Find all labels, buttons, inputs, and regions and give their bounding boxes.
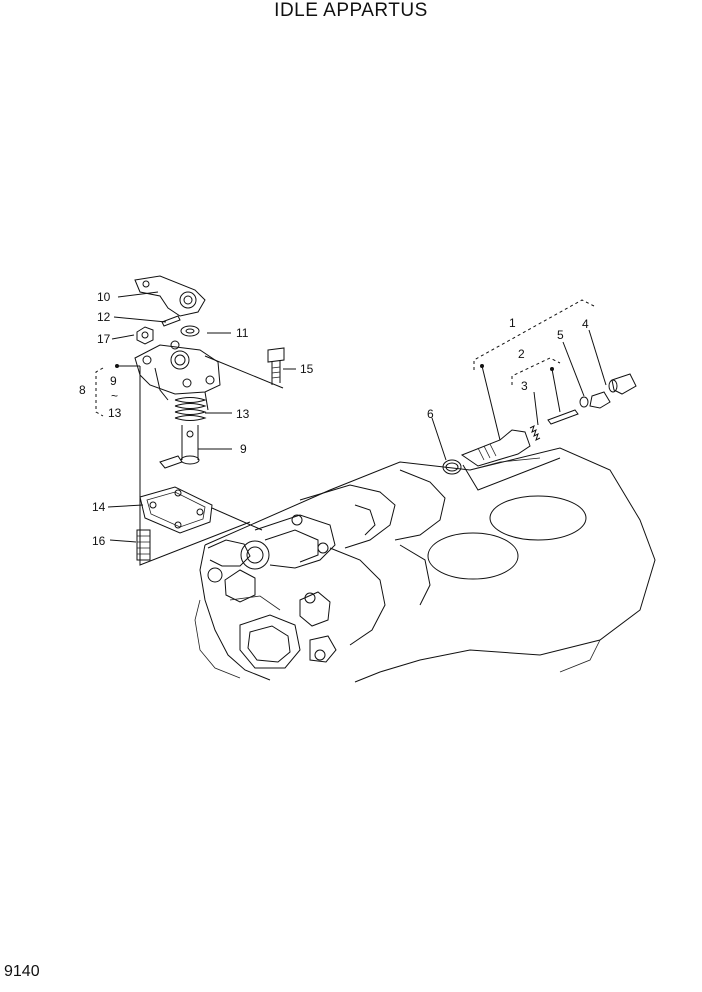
- adjust-screw-assembly: [442, 299, 637, 491]
- callout-17: 17: [97, 332, 111, 346]
- callout-13-range-end: 13: [108, 406, 122, 420]
- callout-9-range-start: 9: [110, 374, 117, 388]
- engine-block-outline: [194, 447, 656, 683]
- callout-16: 16: [92, 534, 106, 548]
- callout-leaders: [107, 291, 607, 543]
- callout-5: 5: [557, 328, 564, 342]
- callout-1: 1: [509, 316, 516, 330]
- callout-15: 15: [300, 362, 314, 376]
- callout-2: 2: [518, 347, 525, 361]
- callout-12: 12: [97, 310, 111, 324]
- lever-assembly: [95, 275, 285, 566]
- callout-9: 9: [240, 442, 247, 456]
- page-title: IDLE APPARTUS: [274, 0, 428, 21]
- callout-10: 10: [97, 290, 111, 304]
- callout-14: 14: [92, 500, 106, 514]
- callout-13: 13: [236, 407, 250, 421]
- callout-3: 3: [521, 379, 528, 393]
- page-number: 9140: [4, 963, 40, 980]
- callout-6: 6: [427, 407, 434, 421]
- callout-range-tilde: ~: [111, 389, 118, 403]
- callout-labels: 1 2 3 4 5 6 8 9 ~ 13 10 12 17 11 15 13 9…: [79, 290, 589, 548]
- callout-11: 11: [236, 326, 249, 340]
- callout-8: 8: [79, 383, 86, 397]
- callout-4: 4: [582, 317, 589, 331]
